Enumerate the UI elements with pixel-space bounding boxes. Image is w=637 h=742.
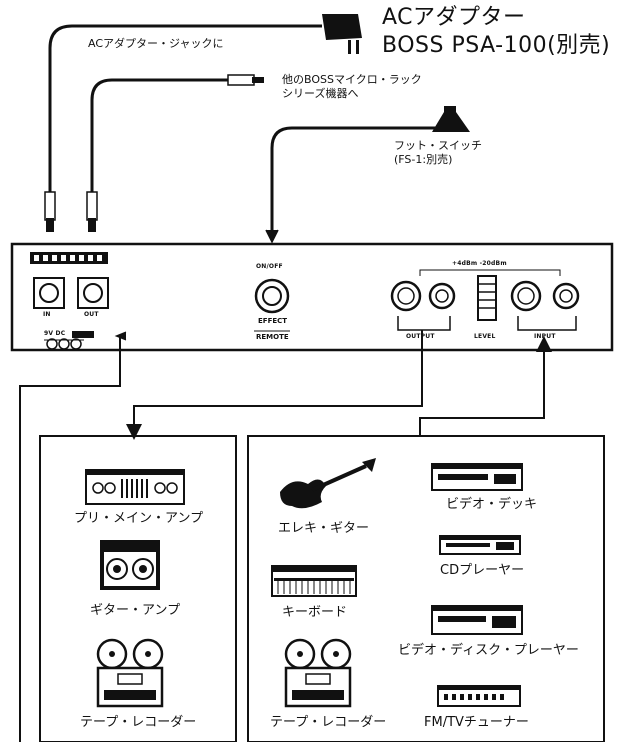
out-label: OUT [84,311,99,318]
other-boss-line2: シリーズ機器へ [282,87,359,100]
cd-player-icon [439,535,521,555]
footswitch-cable [270,126,440,240]
rack-unit [10,242,614,352]
input-device-label-tape-recorder: テープ・レコーダー [270,715,387,730]
other-boss-line1: 他のBOSSマイクロ・ラック [282,73,422,86]
in-plug [44,191,56,221]
input-device-label-keyboard: キーボード [282,605,348,620]
input-device-label-electric-guitar: エレキ・ギター [278,521,370,536]
keyboard-icon [271,565,357,597]
input-device-label-cd-player: CDプレーヤー [440,563,525,578]
chain-plug [227,74,255,86]
level-label: LEVEL [474,333,496,340]
daisy-chain-cable [90,78,228,192]
adapter-title-line1: ACアダプター [382,5,526,30]
level-switch [477,275,497,321]
input-device-label-fm-tv-tuner: FM/TVチューナー [424,715,529,730]
output-device-label-pre-main-amp: プリ・メイン・アンプ [74,511,204,526]
tape-recorder-icon [96,638,164,708]
dc-polarity-symbol [44,331,94,350]
input-device-label-video-disc-player: ビデオ・ディスク・プレーヤー [398,643,579,658]
footswitch-line2: (FS-1:別売) [394,153,453,166]
footswitch-line1: フット・スイッチ [394,139,482,152]
onoff-label: ON/OFF [256,263,283,270]
output-device-label-guitar-amp: ギター・アンプ [90,603,181,618]
output-device-label-tape-recorder: テープ・レコーダー [80,715,197,730]
effect-label: EFFECT [258,317,288,325]
footswitch-icon [432,106,470,132]
guitar-amp-icon [100,540,160,590]
out-plug [86,191,98,221]
in-label: IN [43,311,51,318]
dc-label: 9V DC [44,330,66,337]
cables [48,24,440,240]
video-disc-player-icon [431,605,523,635]
input-devices-box [247,435,605,742]
fm-tv-tuner-icon [437,685,521,707]
remote-label: REMOTE [256,333,289,341]
input-device-label-video-deck: ビデオ・デッキ [446,497,538,512]
input-label: INPUT [534,333,556,340]
dip-switch-strip [30,252,108,264]
tape-recorder-icon [284,638,352,708]
adapter-title-line2: BOSS PSA-100(別売) [382,33,611,58]
ac-adapter-cable [48,24,322,192]
pre-main-amp-icon [85,469,185,505]
output-devices-box [39,435,237,742]
video-deck-icon [431,463,523,491]
output-label: OUTPUT [406,333,435,340]
level-range-label: +4dBm -20dBm [452,260,507,267]
ac-adapter-icon [322,14,362,54]
adapter-jack-label: ACアダプター・ジャックに [88,37,224,50]
electric-guitar-icon [280,458,376,509]
remote-arrow [265,229,279,244]
plugs [44,74,264,232]
